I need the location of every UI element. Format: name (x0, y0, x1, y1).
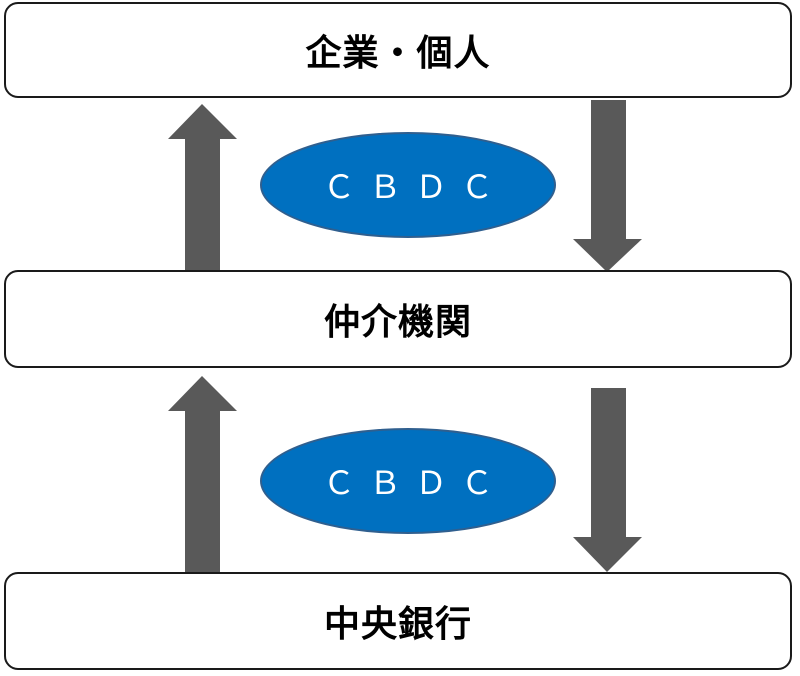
intermediary-box: 仲介機関 (4, 270, 792, 368)
central-bank-box: 中央銀行 (4, 572, 792, 670)
arrow-down-upper (573, 100, 642, 272)
cbdc-label-upper: ＣＢＤＣ (322, 169, 507, 205)
companies-individuals-label: 企業・個人 (305, 33, 491, 74)
cbdc-label-lower: ＣＢＤＣ (322, 465, 507, 501)
companies-individuals-box: 企業・個人 (4, 2, 792, 98)
intermediary-label: 仲介機関 (323, 302, 472, 343)
cbdc-ellipse-lower: ＣＢＤＣ (260, 428, 556, 534)
cbdc-ellipse-upper: ＣＢＤＣ (260, 132, 556, 238)
arrow-up-lower (168, 376, 237, 572)
central-bank-label: 中央銀行 (323, 604, 472, 645)
arrow-up-upper (168, 104, 237, 270)
arrow-down-lower (573, 388, 642, 572)
